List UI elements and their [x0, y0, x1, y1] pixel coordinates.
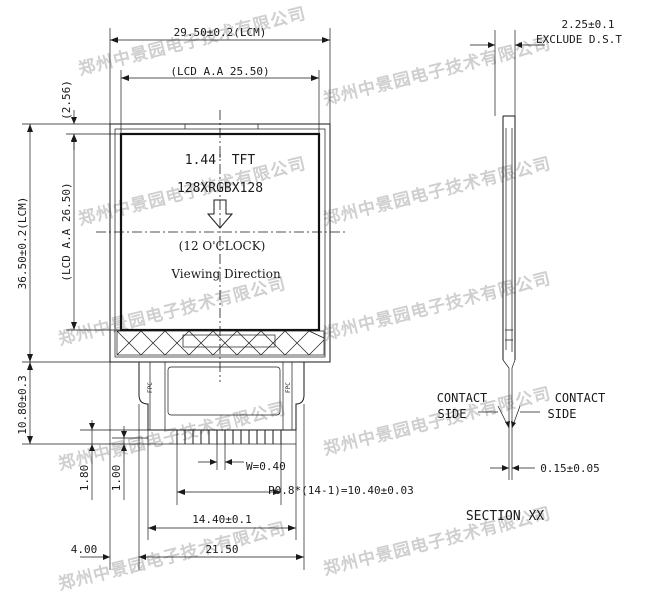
dim-lcm-height: 36.50±0.2(LCM) [16, 197, 29, 290]
dim-fpc-height: 10.80±0.3 [16, 375, 29, 435]
contact-side-right-2: SIDE [548, 407, 577, 421]
svg-text:FPC: FPC [147, 382, 154, 393]
dim-aa-width: (LCD A.A 25.50) [170, 65, 269, 78]
viewing-direction: Viewing Direction [170, 267, 281, 281]
screen-title: 1.44' TFT [185, 153, 256, 168]
watermark-text: 郑州中景园电子技术有限公司 [321, 268, 553, 345]
screen-info: 1.44' TFT 128XRGBX128 (12 O'CLOCK) Viewi… [170, 153, 281, 281]
bottom-border [116, 330, 325, 356]
dim-aa-height: (LCD A.A 26.50) [60, 182, 73, 281]
contact-side-left-2: SIDE [438, 407, 467, 421]
dim-1-80: 1.80 [78, 465, 91, 492]
dim-pitch: P0.8*(14-1)=10.40±0.03 [268, 484, 414, 497]
fpc-tail: FPC FPC [138, 362, 305, 445]
lcm-outline [96, 110, 345, 382]
contact-pins [176, 430, 282, 444]
fpc-thickness-label: 0.15±0.05 [540, 462, 600, 475]
bottom-dimensions: W=0.40 P0.8*(14-1)=10.40±0.03 14.40±0.1 … [71, 362, 414, 570]
svg-text:FPC: FPC [285, 382, 292, 393]
contact-side-left-1: CONTACT [437, 391, 488, 405]
dim-pin-width: W=0.40 [246, 460, 286, 473]
watermark-text: 郑州中景园电子技术有限公司 [321, 153, 553, 230]
dim-overall-fpc: 21.50 [205, 543, 238, 556]
thickness-label: 2.25±0.1 [562, 18, 615, 31]
dim-top-offset: (2.56) [60, 80, 73, 120]
exclude-label: EXCLUDE D.S.T [536, 33, 622, 46]
section-label: SECTION XX [466, 509, 544, 524]
watermark-text: 郑州中景园电子技术有限公司 [56, 518, 288, 595]
screen-resolution: 128XRGBX128 [177, 181, 263, 196]
dim-1-00: 1.00 [110, 465, 123, 492]
watermark-group: 郑州中景园电子技术有限公司 郑州中景园电子技术有限公司 郑州中景园电子技术有限公… [56, 3, 553, 595]
down-arrow-icon [206, 199, 234, 229]
dim-lcm-width: 29.50±0.2(LCM) [174, 26, 267, 39]
dim-fpc-width: 14.40±0.1 [192, 513, 252, 526]
left-dimensions: 36.50±0.2(LCM) (LCD A.A 26.50) (2.56) 10… [16, 80, 148, 500]
section-view: 2.25±0.1 EXCLUDE D.S.T CONTACT SIDE CONT… [437, 18, 623, 524]
dim-offset-left: 4.00 [71, 543, 98, 556]
contact-side-right-1: CONTACT [555, 391, 606, 405]
clock-label: (12 O'CLOCK) [179, 239, 266, 253]
top-dimensions: 29.50±0.2(LCM) (LCD A.A 25.50) [109, 26, 331, 134]
